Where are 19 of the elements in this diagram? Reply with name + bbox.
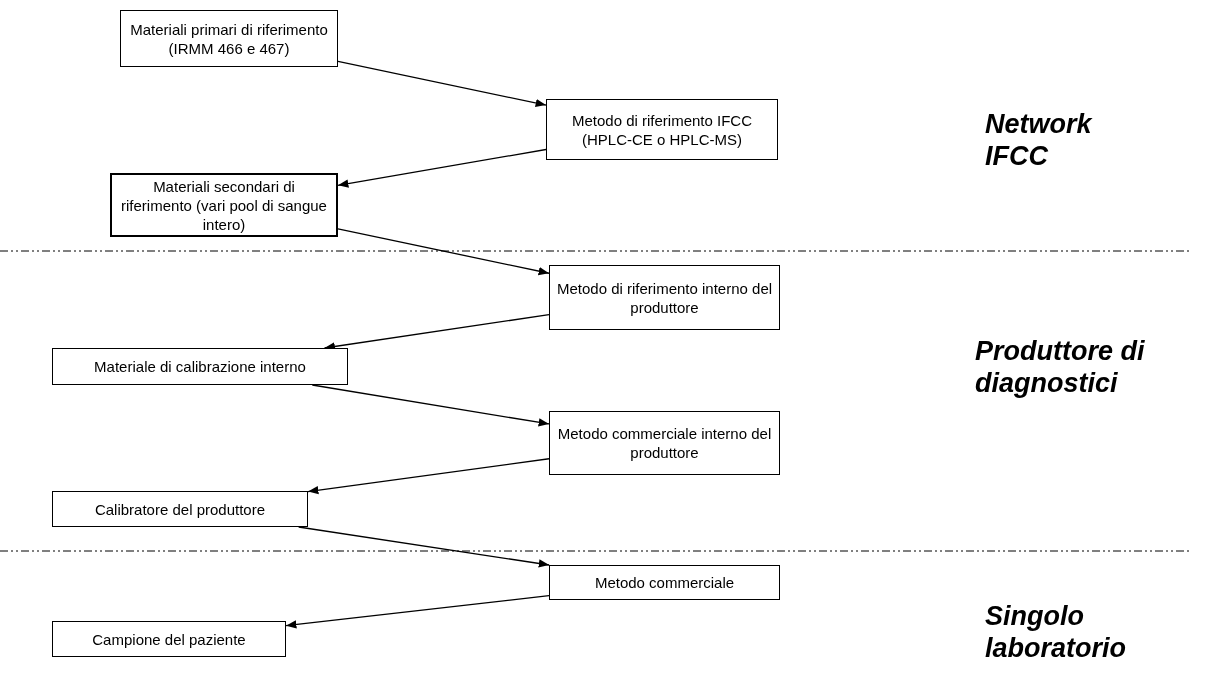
process-box: Metodo di riferimento IFCC (HPLC-CE o HPLC-MS) [546, 99, 778, 160]
arrow [307, 458, 550, 495]
arrow [337, 60, 547, 108]
section-label: Produttore di diagnostici [975, 335, 1146, 399]
arrow [285, 595, 550, 629]
process-box: Materiale di calibrazione interno [52, 348, 348, 385]
section-label: Network IFCC [985, 108, 1094, 172]
arrow [311, 384, 550, 427]
section-label: Singolo laboratorio [985, 600, 1127, 664]
process-box: Calibratore del produttore [52, 491, 308, 527]
process-box: Metodo commerciale interno del produttore [549, 411, 780, 475]
arrow [337, 228, 550, 276]
process-box: Materiali primari di riferimento (IRMM 466 e 467) [120, 10, 338, 67]
arrow [298, 526, 550, 568]
process-box: Metodo di riferimento interno del produttore [549, 265, 780, 330]
process-box: Campione del paziente [52, 621, 286, 657]
process-box: Metodo commerciale [549, 565, 780, 600]
arrow [337, 148, 547, 188]
process-box: Materiali secondari di riferimento (vari pool di sangue intero) [110, 173, 338, 237]
